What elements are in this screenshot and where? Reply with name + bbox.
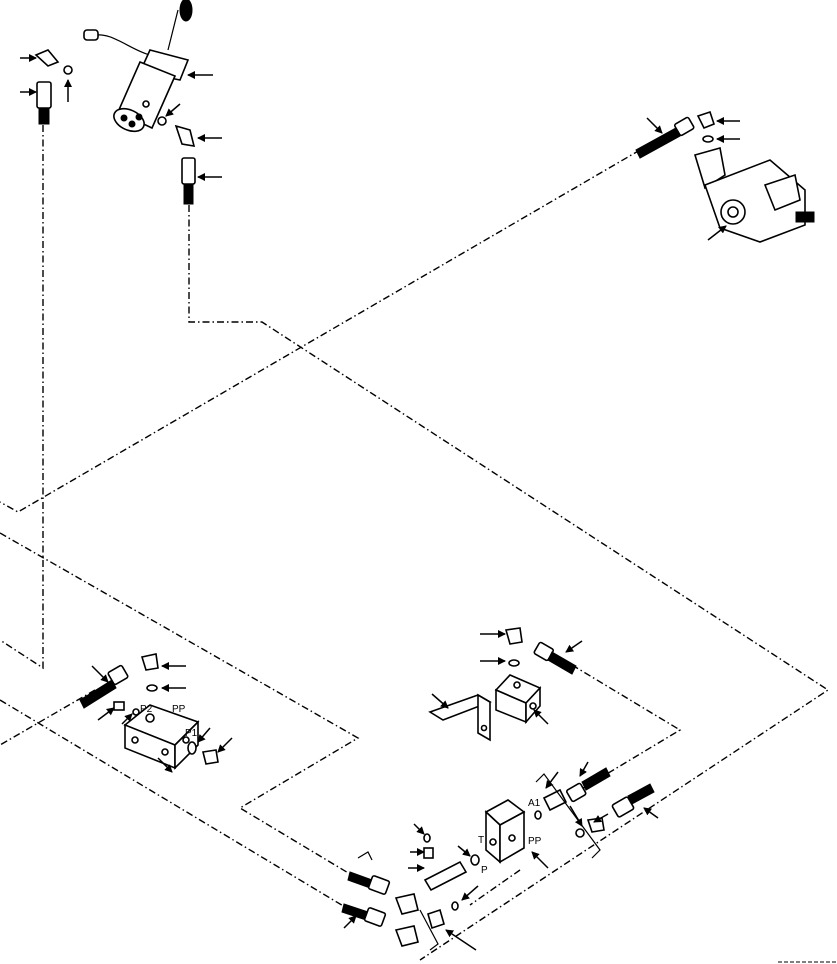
o-ring-icon bbox=[534, 810, 542, 820]
joystick-icon bbox=[83, 0, 193, 133]
valve-block-icon: P2 PP P1 bbox=[123, 704, 200, 770]
port-label-p: P bbox=[481, 865, 488, 876]
hose-end-icon bbox=[181, 157, 196, 205]
arrow-icon bbox=[343, 915, 357, 929]
arrow-icon bbox=[445, 929, 477, 951]
motor-pump-icon bbox=[693, 146, 815, 243]
o-ring-icon bbox=[508, 659, 520, 667]
arrow-icon bbox=[217, 737, 233, 753]
fitting-icon bbox=[423, 847, 434, 859]
hose-lines bbox=[0, 125, 830, 961]
fitting-icon bbox=[427, 908, 445, 930]
o-ring-icon bbox=[187, 741, 197, 755]
port-label-pp-valve: PP bbox=[528, 836, 542, 847]
valve-block-icon: A1 T P PP bbox=[478, 798, 542, 876]
bracket-icon bbox=[428, 693, 492, 742]
port-label-pp: PP bbox=[172, 704, 186, 715]
arrow-icon bbox=[565, 640, 583, 653]
arrow-icon bbox=[533, 709, 549, 725]
fitting-icon bbox=[174, 124, 196, 147]
hose-end-icon bbox=[566, 767, 611, 803]
hose-end-icon bbox=[347, 871, 391, 895]
hose-bracket-valve bbox=[571, 664, 682, 791]
port-label-p2: P2 bbox=[140, 704, 153, 715]
o-ring-icon bbox=[470, 854, 480, 866]
o-ring-icon bbox=[451, 901, 459, 911]
fitting-icon bbox=[504, 627, 523, 645]
arrow-icon bbox=[197, 727, 211, 743]
port-label-a1: A1 bbox=[528, 798, 541, 809]
fitting-icon bbox=[394, 893, 419, 915]
arrow-icon bbox=[121, 713, 133, 725]
hose-upper-cross bbox=[0, 532, 360, 878]
arrow-icon bbox=[531, 851, 549, 869]
arrow-icon bbox=[643, 807, 659, 819]
hose-end-icon bbox=[635, 116, 695, 159]
fitting-icon bbox=[140, 653, 159, 671]
hose-end-icon bbox=[533, 641, 577, 675]
fitting-icon bbox=[34, 49, 60, 67]
arrow-icon bbox=[579, 761, 589, 777]
fitting-icon bbox=[202, 749, 219, 765]
hose-motor-diagonal bbox=[0, 149, 641, 513]
arrow-icon bbox=[157, 757, 173, 773]
arrow-icon bbox=[91, 665, 109, 683]
fitting-icon bbox=[394, 925, 419, 947]
o-ring-icon bbox=[702, 135, 714, 143]
o-ring-icon bbox=[146, 684, 158, 692]
hose-manifold-left bbox=[0, 689, 96, 746]
arrow-icon bbox=[646, 117, 663, 134]
arrow-icon bbox=[97, 707, 115, 721]
hose-end-icon bbox=[36, 81, 52, 125]
arrow-icon bbox=[165, 103, 181, 117]
o-ring-icon bbox=[423, 833, 431, 843]
fitting-icon bbox=[423, 860, 468, 892]
hose-joystick-left bbox=[0, 125, 44, 670]
hose-end-icon bbox=[611, 783, 655, 818]
arrow-icon bbox=[461, 885, 479, 901]
o-ring-icon bbox=[157, 116, 167, 126]
arrow-icon bbox=[431, 693, 449, 709]
arrow-icon bbox=[413, 823, 425, 835]
bracket-line bbox=[357, 851, 373, 861]
fitting-icon bbox=[542, 788, 568, 812]
hose-end-icon bbox=[79, 664, 129, 709]
o-ring-icon bbox=[63, 65, 73, 75]
hose-valve-bottom bbox=[469, 869, 521, 906]
o-ring-icon bbox=[132, 708, 140, 716]
hose-joystick-right bbox=[188, 205, 830, 961]
port-label-t: T bbox=[478, 835, 484, 846]
hose-lower-cross bbox=[0, 699, 351, 911]
o-ring-icon bbox=[575, 828, 585, 838]
bracket-line bbox=[535, 773, 601, 859]
bracket-line bbox=[419, 909, 439, 951]
callout-arrows bbox=[20, 54, 740, 951]
arrow-icon bbox=[545, 771, 559, 789]
arrow-icon bbox=[457, 845, 471, 857]
arrow-icon bbox=[569, 805, 583, 827]
fitting-icon bbox=[696, 110, 715, 130]
valve-block-icon bbox=[494, 674, 542, 725]
fitting-icon bbox=[113, 701, 125, 711]
hose-end-icon bbox=[341, 903, 387, 927]
arrow-icon bbox=[593, 813, 609, 823]
port-label-p1: P1 bbox=[185, 728, 198, 739]
arrow-icon bbox=[707, 225, 727, 241]
